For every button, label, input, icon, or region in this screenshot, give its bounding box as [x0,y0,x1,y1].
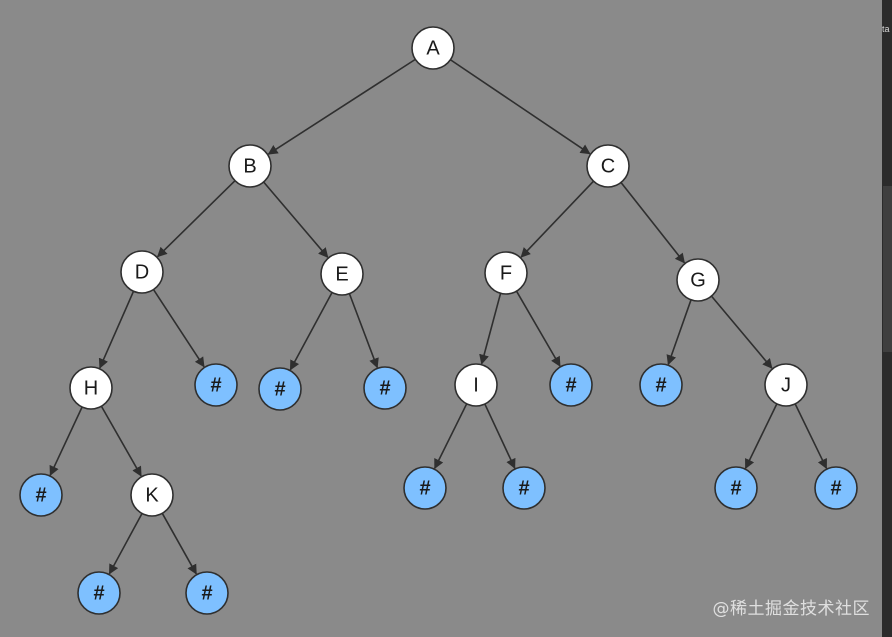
node-label: # [419,477,430,499]
edge-G-J [710,295,773,369]
edge-K-K_l [108,513,143,575]
node-label: # [730,477,741,499]
edge-E-E_r [348,293,379,369]
node-label: # [93,582,104,604]
null-node-F_r: # [549,363,593,407]
node-label: F [500,262,512,284]
null-node-J_l: # [714,466,758,510]
side-panel-strip: ta [882,0,892,637]
node-label: # [830,477,841,499]
node-label: # [565,374,576,396]
node-circle [549,363,593,407]
node-circle [411,26,455,70]
node-circle [714,466,758,510]
node-circle [194,363,238,407]
null-node-E_l: # [258,367,302,411]
edge-E-E_l [289,292,333,371]
node-circle [764,363,808,407]
node-label: B [243,155,256,177]
edge-F-I [479,293,502,365]
null-node-E_r: # [363,366,407,410]
watermark: @稀土掘金技术社区 [712,599,870,619]
node-label: # [210,374,221,396]
edge-H-K [100,405,142,477]
node-circle [586,144,630,188]
tree-node-G: G [676,258,720,302]
tree-node-E: E [320,252,364,296]
edge-B-D [156,180,236,258]
node-label: # [655,374,666,396]
node-circle [676,258,720,302]
node-circle [258,367,302,411]
null-node-H_l: # [19,473,63,517]
tree-node-A: A [411,26,455,70]
null-node-K_r: # [185,571,229,615]
edge-I-I_l [434,403,468,470]
node-label: # [201,582,212,604]
edge-H-H_l [49,406,83,476]
node-circle [185,571,229,615]
nodes-layer: A B C D E F G H I J K # # # # # # # # # # # # [19,26,858,615]
node-circle [228,144,272,188]
null-node-G_l: # [639,363,683,407]
edge-J-J_l [744,403,778,470]
edge-K-K_r [161,512,197,575]
edge-J-J_r [794,403,828,470]
node-label: C [601,155,615,177]
node-label: A [426,37,440,59]
edge-D-D_r [152,289,205,368]
null-node-K_l: # [77,571,121,615]
tree-node-H: H [69,366,113,410]
edge-A-C [449,59,591,155]
node-circle [69,366,113,410]
null-node-I_r: # [502,466,546,510]
edge-B-E [263,181,329,259]
null-node-J_r: # [814,466,858,510]
node-circle [130,473,174,517]
edge-A-B [267,58,416,155]
tree-node-F: F [484,251,528,295]
node-label: # [379,377,390,399]
null-node-D_r: # [194,363,238,407]
edge-F-F_r [515,290,561,367]
edge-G-G_l [666,299,692,366]
node-label: # [518,477,529,499]
node-label: J [781,374,791,396]
tree-node-D: D [120,250,164,294]
node-label: G [690,269,706,291]
tree-node-B: B [228,144,272,188]
node-label: # [274,378,285,400]
node-circle [77,571,121,615]
side-panel-tab-text: ta [882,24,890,34]
tree-node-J: J [764,363,808,407]
node-circle [484,251,528,295]
node-label: H [84,377,98,399]
node-circle [120,250,164,294]
tree-node-I: I [454,363,498,407]
edges-layer [49,58,828,575]
null-node-I_l: # [403,466,447,510]
node-circle [403,466,447,510]
node-circle [320,252,364,296]
node-label: # [35,484,46,506]
node-circle [19,473,63,517]
edge-C-F [520,180,595,258]
node-label: K [145,484,159,506]
tree-node-C: C [586,144,630,188]
node-circle [502,466,546,510]
node-circle [639,363,683,407]
edge-C-G [620,181,685,264]
node-circle [814,466,858,510]
tree-node-K: K [130,473,174,517]
node-circle [363,366,407,410]
node-label: E [335,263,348,285]
node-circle [454,363,498,407]
node-label: I [473,374,479,396]
scrollbar-thumb[interactable] [883,186,892,352]
node-label: D [135,261,149,283]
edge-I-I_r [484,403,516,469]
edge-D-H [98,290,135,369]
